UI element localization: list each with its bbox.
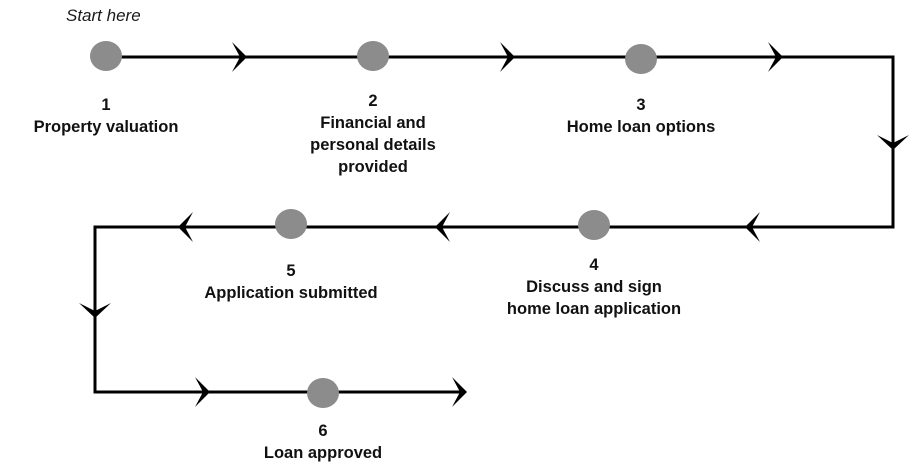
step-text: Loan approved (263, 444, 383, 462)
arrow-down-icon (79, 303, 111, 318)
step-3-label: 3 Home loan options (567, 94, 716, 138)
step-1-node (90, 41, 122, 71)
step-3-node (625, 44, 657, 74)
arrow-right-icon (452, 377, 467, 407)
step-5-node (275, 209, 307, 239)
step-text: Home loan options (566, 118, 716, 136)
arrow-down-icon (877, 135, 909, 150)
step-4-node (578, 210, 610, 240)
step-4-label: 4 Discuss and sign home loan application (507, 254, 681, 320)
step-number: 3 (636, 96, 646, 114)
arrow-left-icon (435, 212, 450, 242)
arrow-right-icon (768, 42, 783, 72)
step-2-label: 2 Financial and personal details provide… (310, 90, 436, 178)
flow-connector-line (93, 55, 895, 394)
step-number: 2 (368, 92, 378, 110)
arrow-right-icon (232, 42, 247, 72)
step-2-node (357, 41, 389, 71)
step-text: Property valuation (33, 118, 179, 136)
step-text: home loan application (506, 300, 682, 318)
step-text: Discuss and sign (526, 278, 662, 296)
step-6-label: 6 Loan approved (264, 420, 382, 464)
start-here-label: Start here (66, 6, 141, 25)
step-1-label: 1 Property valuation (34, 94, 179, 138)
step-number: 1 (101, 96, 111, 114)
step-number: 4 (589, 256, 599, 274)
arrow-right-icon (195, 377, 210, 407)
step-text: personal details (310, 136, 436, 154)
step-text: Financial and (320, 114, 426, 132)
step-6-node (307, 378, 339, 408)
step-number: 5 (286, 262, 296, 280)
arrow-left-icon (745, 212, 760, 242)
step-number: 6 (318, 422, 328, 440)
step-5-label: 5 Application submitted (204, 260, 377, 304)
arrow-right-icon (500, 42, 515, 72)
step-text: provided (338, 158, 408, 176)
arrow-left-icon (178, 212, 193, 242)
step-text: Application submitted (204, 284, 378, 302)
